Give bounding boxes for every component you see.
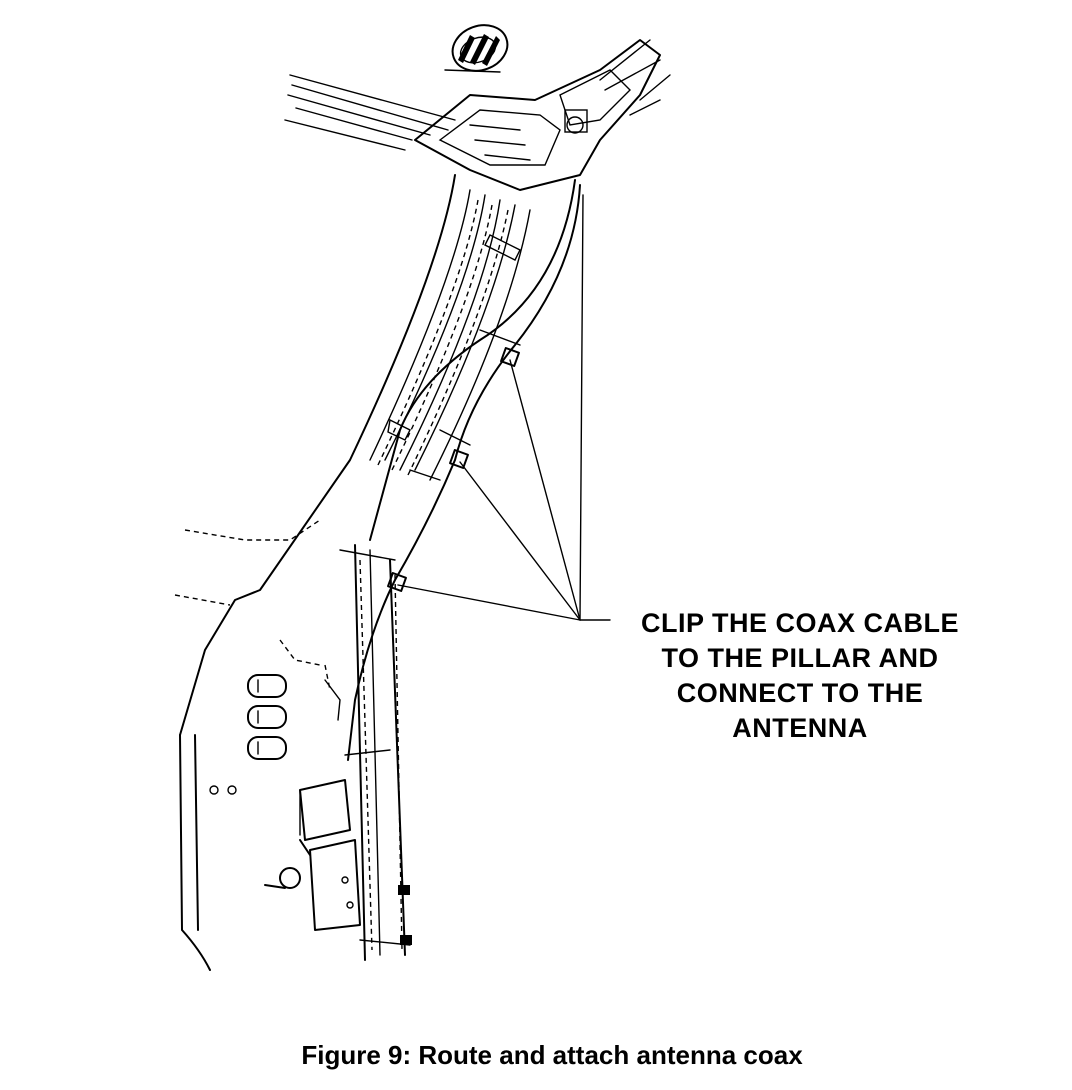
callout-line-2: TO THE PILLAR AND	[661, 643, 939, 673]
roof-rail	[284, 74, 456, 151]
coax-cable	[347, 184, 581, 761]
dashboard-outline	[174, 519, 321, 606]
dome-light	[444, 24, 509, 73]
switch-cluster	[209, 674, 287, 795]
pillar-clips	[387, 347, 520, 592]
antenna-module	[264, 779, 361, 931]
figure-caption: Figure 9: Route and attach antenna coax	[301, 1040, 803, 1070]
lower-panel	[179, 639, 341, 971]
callout-leader-lines	[397, 194, 611, 621]
door-frame	[339, 544, 412, 961]
callout-line-3: CONNECT TO THE	[676, 678, 924, 708]
upper-corner-bracket	[414, 39, 671, 191]
a-pillar	[179, 174, 576, 736]
callout-line-1: CLIP THE COAX CABLE	[640, 608, 960, 638]
callout-text: CLIP THE COAX CABLE TO THE PILLAR AND CO…	[600, 606, 1000, 746]
callout-line-4: ANTENNA	[732, 713, 868, 743]
